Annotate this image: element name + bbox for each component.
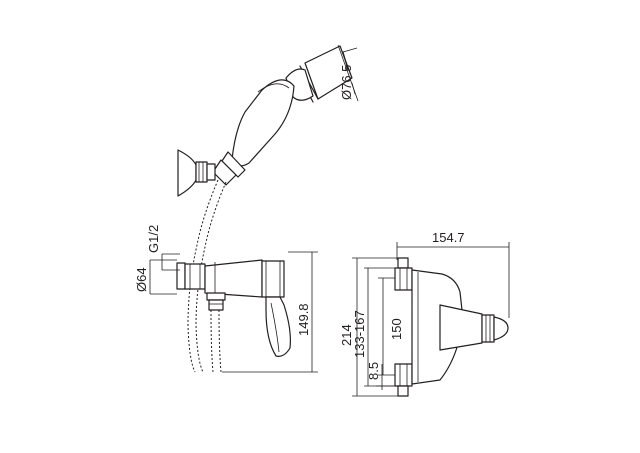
mixer-side-view	[394, 257, 509, 397]
wall-bracket	[177, 149, 216, 197]
dim-offset: 8.5	[366, 362, 381, 380]
dim-height-outlet: 149.8	[296, 303, 311, 336]
dimension-lines	[149, 44, 510, 397]
dim-inlet-diameter: Ø64	[134, 267, 149, 292]
dim-head-diameter: Ø76.5	[339, 65, 354, 100]
dim-overall-height: 214	[339, 324, 354, 346]
mixer-front-view	[176, 259, 291, 357]
dim-center: 150	[389, 318, 404, 340]
dim-center-range: 133-167	[352, 310, 367, 358]
dim-depth: 154.7	[432, 230, 465, 245]
dim-thread: G1/2	[146, 225, 161, 253]
hand-shower	[212, 45, 353, 186]
